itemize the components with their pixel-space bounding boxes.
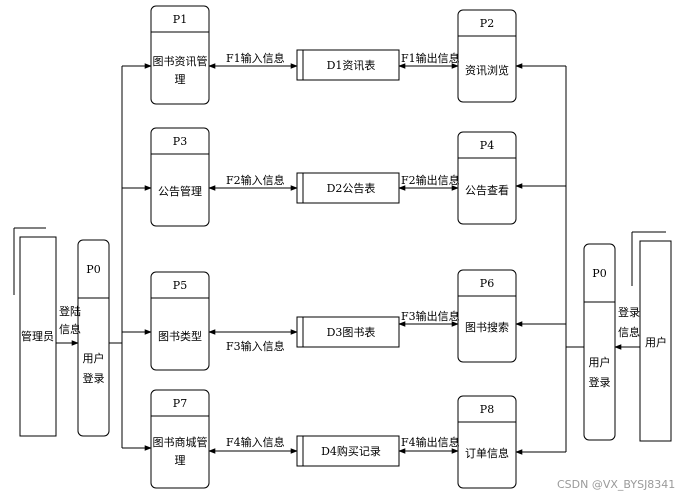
p1-id: P1 <box>172 13 188 26</box>
p3-name: 公告管理 <box>158 185 202 198</box>
p8-id: P8 <box>479 403 495 416</box>
p1-box <box>150 5 210 105</box>
f1-out-label: F1输出信息 <box>401 52 460 65</box>
p1-name-2: 理 <box>174 73 186 86</box>
p0-right-name-1: 用户 <box>588 356 611 369</box>
p7-name-1: 图书商城管 <box>152 436 208 449</box>
p8-name: 订单信息 <box>465 447 509 460</box>
d4-store-label: D4购买记录 <box>321 445 381 458</box>
f1-in-label: F1输入信息 <box>226 52 285 65</box>
p0-right-name-2: 登录 <box>588 376 611 389</box>
user-entity-box <box>639 240 672 442</box>
f3-out-label: F3输出信息 <box>401 310 460 323</box>
p7-name-2: 理 <box>174 454 186 467</box>
p5-box <box>150 271 210 371</box>
p7-id: P7 <box>172 397 188 410</box>
f2-in-label: F2输入信息 <box>226 174 285 187</box>
d2-store-label: D2公告表 <box>326 182 376 195</box>
admin-entity-label: 管理员 <box>21 330 54 343</box>
p0-left-box <box>77 239 110 437</box>
p1-name-1: 图书资讯管 <box>152 55 208 68</box>
p0-right-box <box>583 243 616 441</box>
watermark-text: CSDN @VX_BYSJ8341 <box>557 478 676 491</box>
p4-id: P4 <box>479 139 495 152</box>
p5-name: 图书类型 <box>158 330 202 343</box>
p4-box <box>457 131 517 225</box>
p7-box <box>150 389 210 489</box>
f2-out-label: F2输出信息 <box>401 174 460 187</box>
p3-box <box>150 127 210 227</box>
p0-left-name-2: 登录 <box>82 372 105 385</box>
p0-left-id: P0 <box>86 263 101 276</box>
p3-id: P3 <box>172 135 188 148</box>
f3-in-label: F3输入信息 <box>226 340 285 353</box>
user-login-label-2: 信息 <box>618 326 640 339</box>
f4-out-label: F4输出信息 <box>401 436 460 449</box>
admin-login-label-1: 登陆 <box>59 305 81 318</box>
p6-name: 图书搜索 <box>465 321 509 334</box>
p6-id: P6 <box>479 277 495 290</box>
p0-right-id: P0 <box>592 267 607 280</box>
d3-store-label: D3图书表 <box>326 326 376 339</box>
p2-box <box>457 9 517 103</box>
p8-box <box>457 395 517 489</box>
admin-login-label-2: 信息 <box>59 323 81 336</box>
admin-entity-box <box>19 236 57 437</box>
p5-id: P5 <box>172 279 188 292</box>
p2-name: 资讯浏览 <box>465 64 509 77</box>
p4-name: 公告查看 <box>465 184 509 197</box>
p0-left-name-1: 用户 <box>82 352 105 365</box>
user-entity-label: 用户 <box>645 336 667 349</box>
d1-store-label: D1资讯表 <box>326 59 376 72</box>
p2-id: P2 <box>479 17 495 30</box>
user-login-label-1: 登录 <box>618 306 640 319</box>
p6-box <box>457 269 517 363</box>
f4-in-label: F4输入信息 <box>226 436 285 449</box>
